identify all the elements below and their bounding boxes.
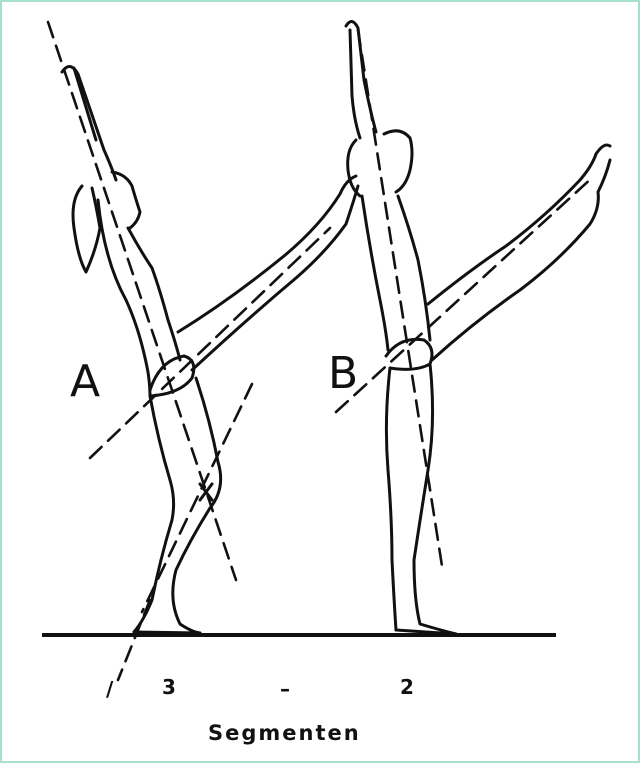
caption: Segmenten: [208, 721, 361, 745]
segment-label-2: 2: [400, 675, 414, 699]
gymnast-a: [60, 65, 360, 635]
figure-a-label: A: [70, 356, 100, 407]
figure-b-label: B: [328, 348, 358, 399]
segment-label-1: /: [106, 677, 114, 701]
axis-lines-a: [46, 20, 332, 682]
gymnast-b: [344, 20, 612, 636]
segment-label-3: 3: [162, 675, 176, 699]
segment-label-dash: –: [280, 677, 290, 701]
axis-lines-b: [334, 28, 596, 568]
